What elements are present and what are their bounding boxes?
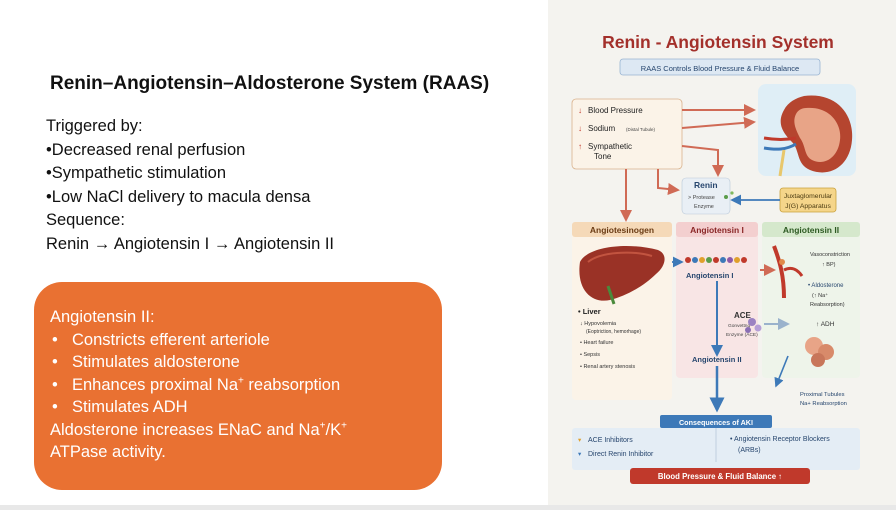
liver-label: • Liver [578,307,601,316]
renin-box [681,177,731,215]
renin-label: Renin [694,180,718,190]
liver-item: (Eoptriction, hemorhage) [586,329,641,335]
footer-text: Blood Pressure & Fluid Balance ↑ [658,472,782,481]
blood-vessel-illustration [772,245,804,299]
ace-enzyme-icon [745,318,762,333]
proximal-tubule-illustration [805,337,834,367]
trigger-item: •Low NaCl delivery to macula densa [46,187,311,206]
renin-sub1: > Protease [688,195,715,201]
liver-item: • Sepsis [580,352,600,358]
sequence-text: Renin → Angiotensin I → Angiotensin II [46,234,335,253]
vaso-line2: ↑ BP) [822,262,836,268]
consequences-title: Consequences of AKI [679,418,753,427]
trigger-sodium: Sodium [588,124,615,133]
kidney-illustration [758,84,856,177]
prox-line2: Na+ Reabsorption [800,401,847,407]
sequence-heading: Sequence: [46,211,125,229]
ang1-title: Angiotensin I [690,225,744,235]
footer-banner [630,468,810,484]
prox-line1: Proximal Tubules [800,392,845,398]
aldosterone-line: ATPase activity. [50,443,166,461]
jga-line2: J(G) Apparatus [785,203,831,210]
ang1-label: Angiotensin I [686,271,734,280]
adh-label: ↑ ADH [816,321,835,328]
arb-line2: (ARBs) [738,447,761,454]
ace-sub1: Gonvettng [728,323,750,329]
liver-item: • Heart failure [580,340,613,346]
aldo-line2: (↑ Na⁺ [812,292,828,299]
raas-diagram-svg: Renin - Angiotensin System RAAS Controls… [571,32,860,484]
liver-item: ↓ Hypovolemia [580,321,617,327]
trigger-sodium-small: (Distal Tubule) [626,127,656,132]
infographic-subtitle: RAAS Controls Blood Pressure & Fluid Bal… [641,64,799,73]
trigger-item: •Sympathetic stimulation [46,164,227,182]
trigger-item: •Decreased renal perfusion [46,140,246,159]
box-item: •Constricts efferent arteriole [52,330,270,349]
svg-text:↓: ↓ [578,124,582,133]
aldo-line1: • Aldosterone [808,283,844,289]
svg-text:▾: ▾ [578,437,582,444]
svg-text:↑: ↑ [578,142,582,151]
renin-sub2: Enzyme [694,204,714,210]
slide-title: Renin–Angiotensin–Aldosterone System (RA… [50,73,490,94]
arb-line1: • Angiotensin Receptor Blockers [730,436,830,443]
triggered-heading: Triggered by: [46,117,143,135]
ang2-panel [762,222,860,378]
ang1-header [676,222,758,237]
jga-line1: Juxtaglomerular [784,193,833,200]
slide-bottom-border [0,505,896,510]
angiotensinogen-header [572,222,672,237]
renin-inhibitor: Direct Renin Inhibitor [588,451,654,458]
box-item: •Stimulates aldosterone [52,353,240,371]
infographic-title: Renin - Angiotensin System [602,32,834,52]
angiotensin-ii-box: Angiotensin II: •Constricts efferent art… [34,282,442,490]
vaso-line1: Vasoconstriction [810,252,850,258]
svg-text:▾: ▾ [578,451,582,458]
liver-illustration [579,246,665,305]
trigger-sympathetic: Sympathetic [588,142,632,151]
consequences-banner [660,415,772,428]
trigger-tone: Tone [594,152,612,161]
liver-item: • Renal artery stenosis [580,364,635,370]
ace-label: ACE [734,311,752,320]
aldosterone-line: Aldosterone increases ENaC and Na+/K+ [50,420,347,439]
raas-infographic: Renin - Angiotensin System RAAS Controls… [548,0,896,506]
ace-inhibitors: ACE Inhibitors [588,437,633,444]
ang2-title: Angiotensin II [783,225,839,235]
box-item: •Stimulates ADH [52,398,188,416]
svg-text:↓: ↓ [578,106,582,115]
aldo-line3: Reabsorption) [810,302,845,308]
ang2-label: Angiotensin II [692,355,742,364]
angiotensinogen-title: Angiotesinogen [590,225,654,235]
box-heading: Angiotensin II: [50,308,155,326]
subtitle-banner [619,58,821,76]
angiotensin-i-molecule [685,257,747,263]
trigger-bp: Blood Pressure [588,106,643,115]
ang2-header [762,222,860,237]
trigger-list: Triggered by: •Decreased renal perfusion… [46,115,334,256]
box-item: •Enhances proximal Na+ reabsorption [52,375,341,394]
ace-sub2: Enzyme (ACE) [726,332,758,338]
